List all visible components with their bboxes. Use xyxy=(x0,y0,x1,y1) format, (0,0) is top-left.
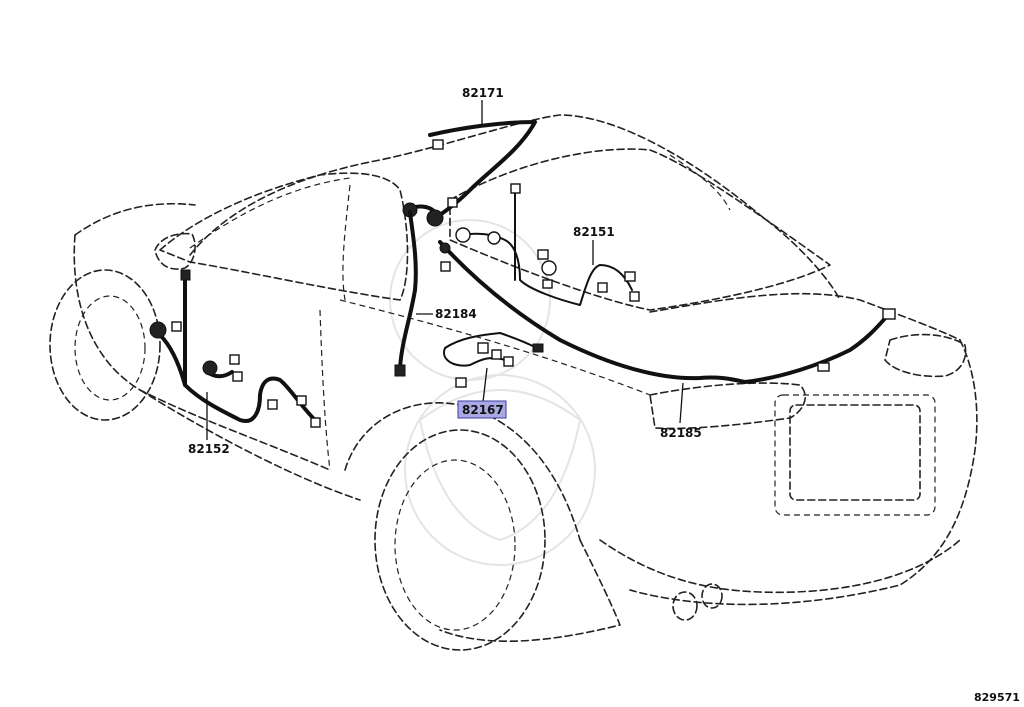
connector-icon xyxy=(439,242,451,254)
connector-icon xyxy=(503,356,514,367)
callout-82167[interactable]: 82167 xyxy=(457,400,507,419)
connector-icon xyxy=(426,209,444,227)
highlight-box xyxy=(457,400,507,419)
connector-icon xyxy=(624,271,636,282)
callout-82184[interactable]: 82184 xyxy=(435,307,477,321)
connector-icon xyxy=(455,377,467,388)
callout-label: 82151 xyxy=(573,225,615,239)
harness-82151[interactable] xyxy=(455,183,640,306)
callout-82185[interactable]: 82185 xyxy=(660,426,702,440)
connector-icon xyxy=(542,279,553,289)
harness-82167[interactable] xyxy=(443,332,544,388)
connector-icon xyxy=(510,183,521,194)
connector-icon xyxy=(171,321,182,332)
connector-icon xyxy=(541,260,557,276)
connector-icon xyxy=(202,360,218,376)
connector-icon xyxy=(296,395,307,406)
watermark-emblem xyxy=(389,219,596,566)
connector-icon xyxy=(180,269,191,281)
connector-icon xyxy=(440,261,451,272)
connector-icon xyxy=(229,354,240,365)
callout-82171[interactable]: 82171 xyxy=(462,86,504,100)
leader-lines xyxy=(206,100,684,440)
connector-icon xyxy=(394,364,406,377)
callout-label: 82184 xyxy=(435,307,477,321)
connector-icon xyxy=(432,139,444,150)
callout-82151[interactable]: 82151 xyxy=(573,225,615,239)
car-body-outline xyxy=(49,114,978,651)
connector-icon xyxy=(491,349,502,360)
connector-icon xyxy=(310,417,321,428)
connector-icon xyxy=(817,362,830,372)
diagram-id: 829571 xyxy=(974,691,1020,704)
harness-82184[interactable] xyxy=(394,210,418,377)
harness-82185[interactable] xyxy=(438,240,896,384)
callout-label: 82152 xyxy=(188,442,230,456)
harness-82152[interactable] xyxy=(149,269,321,428)
callout-82152[interactable]: 82152 xyxy=(188,442,230,456)
callout-label: 82171 xyxy=(462,86,504,100)
connector-icon xyxy=(882,308,896,320)
callout-label: 82185 xyxy=(660,426,702,440)
connector-icon xyxy=(455,227,471,243)
connector-icon xyxy=(597,282,608,293)
connector-icon xyxy=(629,291,640,302)
connector-icon xyxy=(537,249,549,260)
connector-icon xyxy=(267,399,278,410)
connector-icon xyxy=(477,342,489,354)
connector-icon xyxy=(149,321,167,339)
harness-82171[interactable] xyxy=(402,120,537,227)
connector-icon xyxy=(447,197,458,208)
connector-icon xyxy=(487,231,501,245)
connector-icon xyxy=(232,371,243,382)
callout-label: 82167 xyxy=(462,403,504,417)
connector-icon xyxy=(532,343,544,353)
